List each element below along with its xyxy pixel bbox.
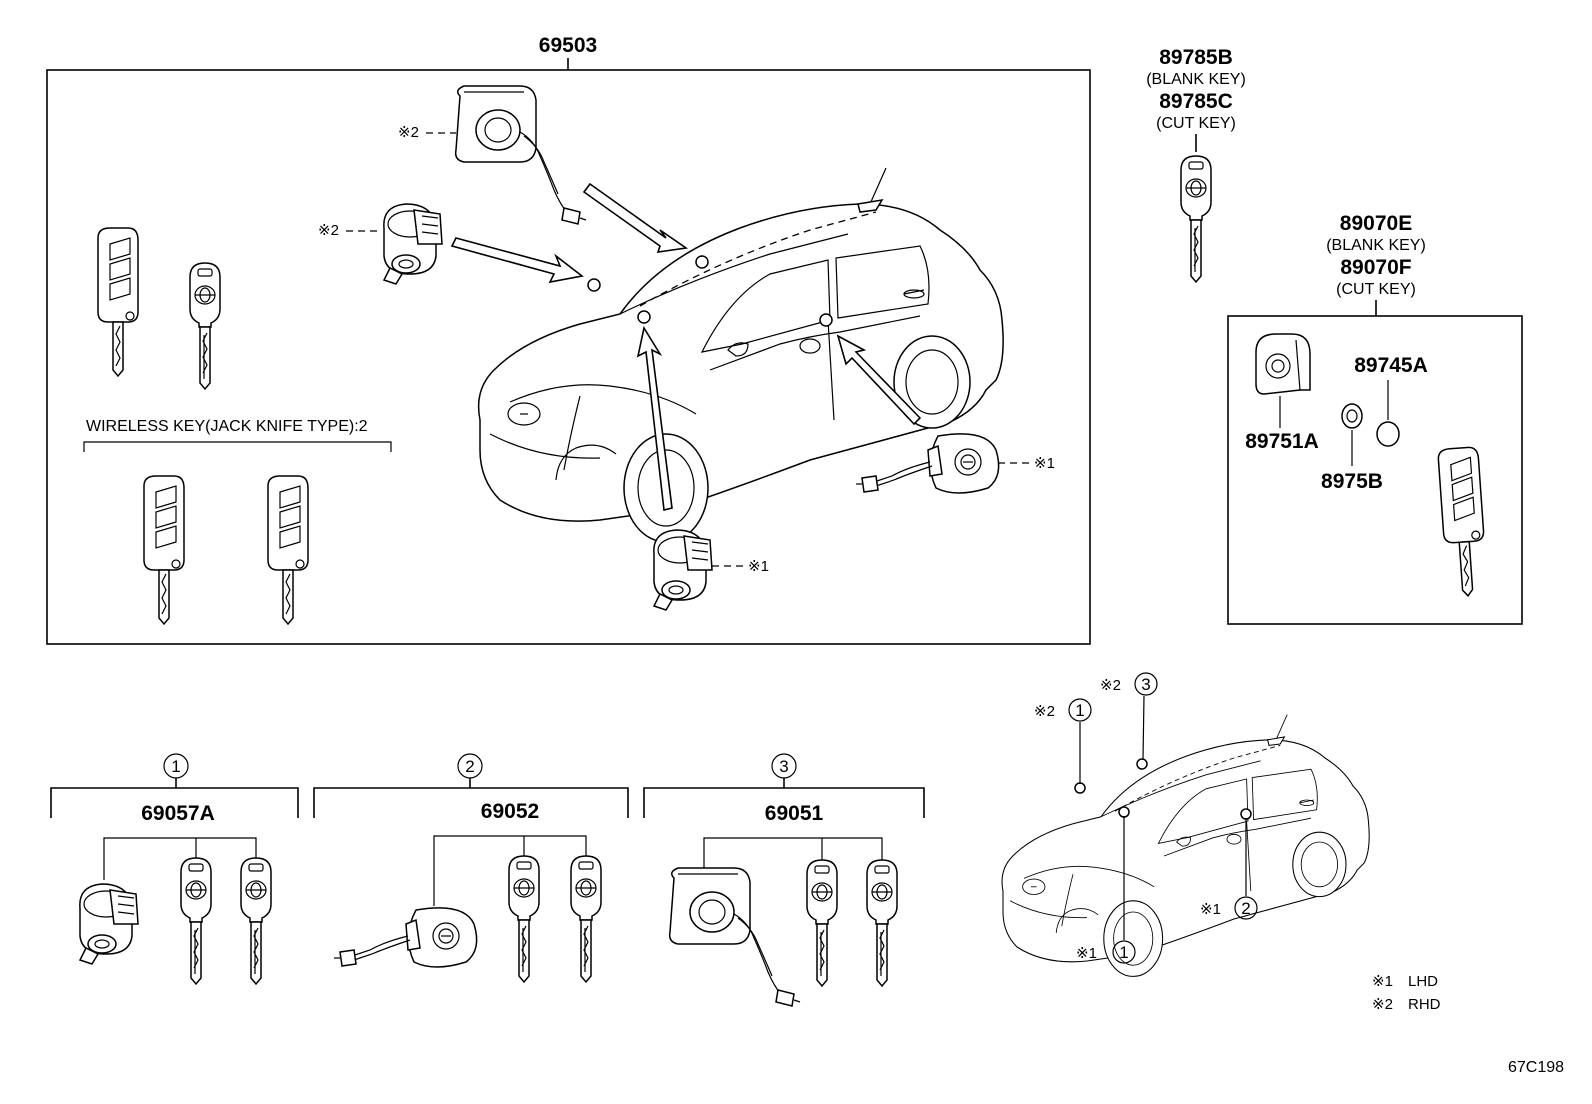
callout-rhd-1-circle: 1 [1075, 701, 1084, 720]
wireless-key-89070 [1436, 446, 1489, 598]
washer-part [1341, 403, 1363, 429]
key-case-part [1255, 333, 1311, 395]
callout-lhd-1-marker: ※1 [1076, 945, 1097, 962]
steering-lock-lhd [653, 529, 713, 611]
wireless-key-1 [143, 475, 185, 625]
location-car-illustration [1001, 714, 1370, 977]
key-89070-cut-label: (CUT KEY) [1336, 281, 1416, 298]
group-1-key-1 [180, 857, 212, 985]
group-3-bracket [643, 787, 925, 818]
marker-lhd-steering: ※1 [748, 558, 769, 575]
door-lock-lhd [855, 433, 1000, 494]
transponder-key-main [189, 262, 221, 390]
legend-2-text: RHD [1408, 996, 1441, 1013]
group-1-key-2 [240, 857, 272, 985]
main-assembly-part-no: 69503 [539, 34, 597, 57]
main-assembly-frame [46, 69, 1091, 645]
group-2-door-lock [333, 907, 478, 968]
marker-lhd-door: ※1 [1034, 455, 1055, 472]
key-89070-cut-no: 89070F [1340, 256, 1411, 279]
key-89785 [1180, 155, 1212, 283]
callout-rhd-3-circle: 3 [1141, 675, 1150, 694]
wireless-key-main [97, 227, 139, 377]
group-2-part-no: 69052 [481, 800, 539, 823]
key-89785-blank-label: (BLANK KEY) [1146, 71, 1246, 88]
arrow-to-hood [450, 237, 584, 284]
group-1-steering-lock [79, 883, 139, 965]
marker-rhd-steering: ※2 [318, 222, 339, 239]
location-dot-hood [587, 278, 601, 292]
key-89785-cut-label: (CUT KEY) [1156, 115, 1236, 132]
key-89785-cut-no: 89785C [1159, 90, 1233, 113]
group-2-bracket [313, 787, 629, 818]
arrow-to-roof [582, 182, 689, 253]
key-89070-frame [1227, 315, 1523, 625]
group-1-part-no: 69057A [141, 802, 215, 825]
key-89070-blank-no: 89070E [1340, 212, 1412, 235]
group-3-ignition-switch [668, 867, 801, 1007]
part-8975b: 8975B [1321, 470, 1383, 493]
callout-rhd-1-marker: ※2 [1034, 703, 1055, 720]
wireless-key-2 [267, 475, 309, 625]
legend-2-marker: ※2 [1372, 996, 1393, 1013]
wireless-key-label: WIRELESS KEY(JACK KNIFE TYPE):2 [86, 418, 368, 435]
group-2-circle-label: 2 [465, 757, 474, 776]
group-1-circle-label: 1 [171, 757, 180, 776]
callout-lhd-1-circle: 1 [1119, 943, 1128, 962]
location-dot-roof [695, 255, 709, 269]
callout-rhd-3-marker: ※2 [1100, 677, 1121, 694]
group-2-key-2 [570, 855, 602, 983]
ignition-switch-rhd [454, 85, 587, 225]
callout-lhd-2-marker: ※1 [1200, 901, 1221, 918]
diagram-id: 67C198 [1508, 1059, 1564, 1076]
legend-1-marker: ※1 [1372, 973, 1393, 990]
group-3-circle-label: 3 [779, 757, 788, 776]
callout-lhd-2-circle: 2 [1241, 899, 1250, 918]
key-89070-blank-label: (BLANK KEY) [1326, 237, 1426, 254]
marker-rhd-ignition: ※2 [398, 124, 419, 141]
key-89785-blank-no: 89785B [1159, 46, 1233, 69]
wireless-key-bracket [83, 441, 392, 452]
part-89745a: 89745A [1354, 354, 1428, 377]
group-1-bracket [50, 787, 299, 818]
arrow-to-door [836, 334, 922, 426]
arrow-to-cowl [636, 325, 673, 511]
main-car-illustration [477, 167, 1004, 543]
part-89751a: 89751A [1245, 430, 1319, 453]
group-2-key-1 [508, 855, 540, 983]
location-dot-door [819, 313, 833, 327]
battery-part [1376, 421, 1400, 447]
group-3-part-no: 69051 [765, 802, 824, 825]
location-dot-cowl [637, 310, 651, 324]
group-3-key-1 [806, 859, 838, 987]
group-3-key-2 [866, 859, 898, 987]
legend-1-text: LHD [1408, 973, 1438, 990]
steering-lock-rhd [383, 203, 443, 285]
